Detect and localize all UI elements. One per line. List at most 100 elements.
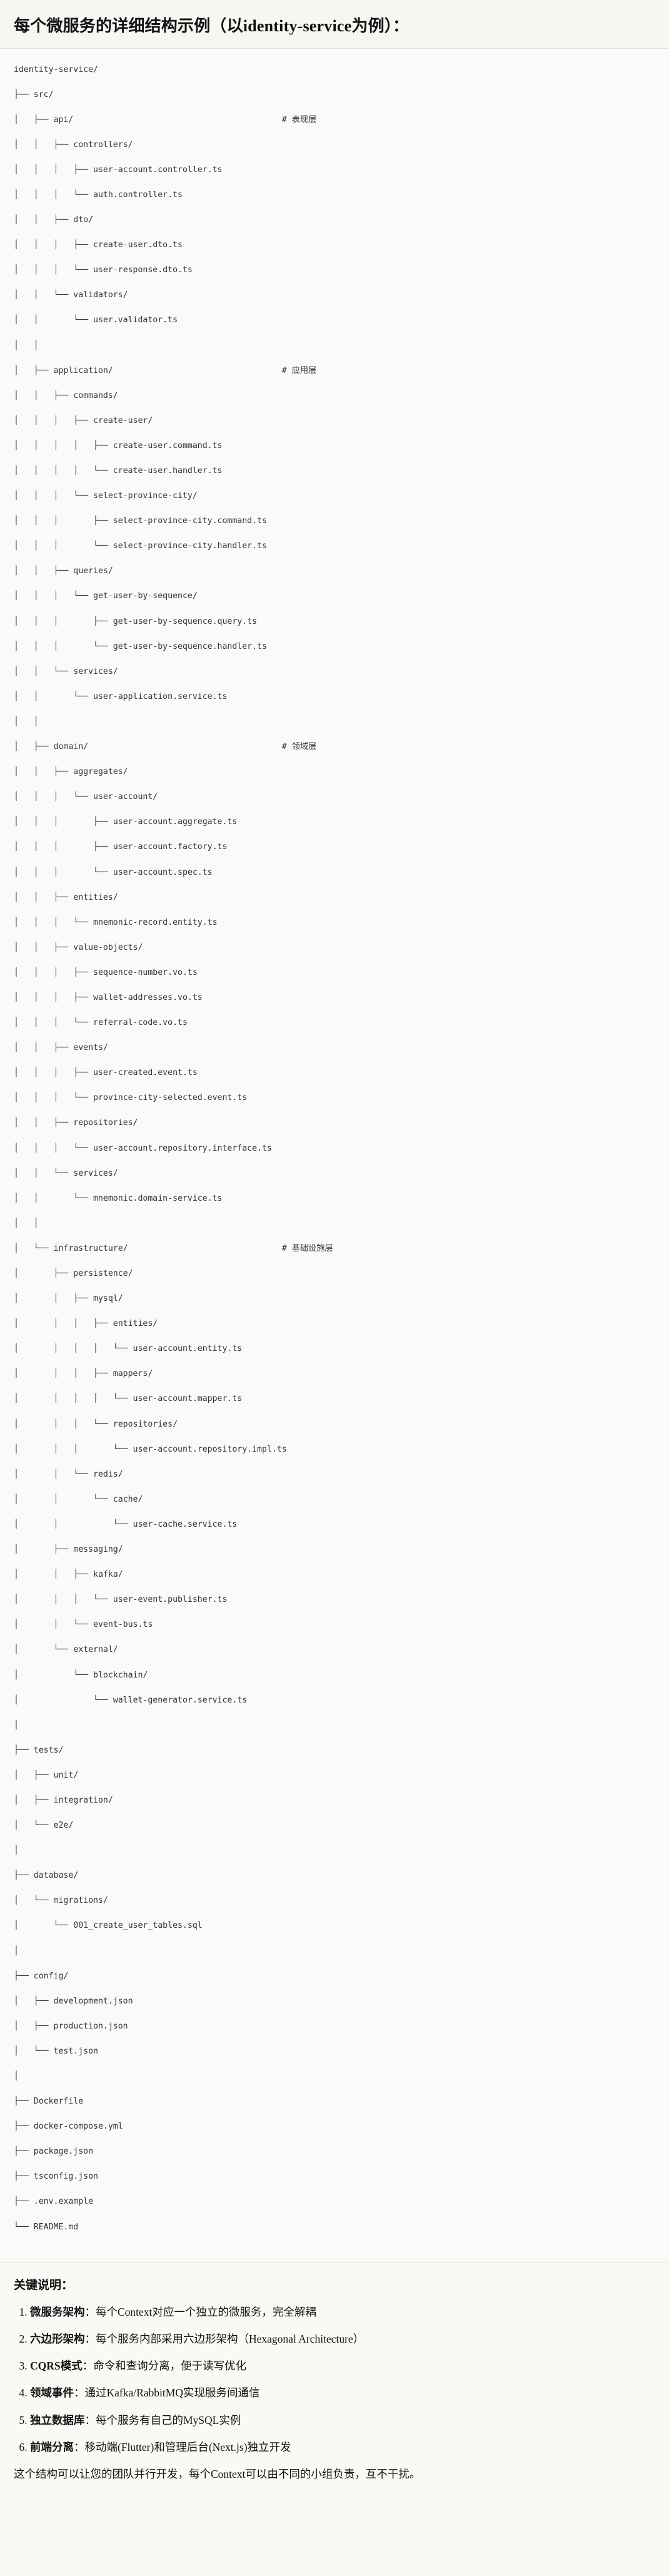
tree-path: │ │ ├── mysql/ — [14, 1294, 123, 1304]
tree-path: │ │ └── user-application.service.ts — [14, 691, 228, 701]
tree-comment: # 基础设施层 — [281, 1243, 333, 1253]
tree-path: │ │ │ │ └── user-account.mapper.ts — [14, 1394, 243, 1404]
tree-line: │ │ │ ├── wallet-addresses.vo.ts — [14, 992, 655, 1004]
page-title: 每个微服务的详细结构示例（以identity-service为例）： — [14, 17, 410, 35]
tree-line: │ │ └── services/ — [14, 666, 655, 678]
tree-line: │ — [14, 1719, 655, 1732]
tree-gap — [73, 115, 281, 125]
key-point-description: 移动端(Flutter)和管理后台(Next.js)独立开发 — [84, 2440, 291, 2453]
directory-tree: identity-service/ ├── src/ │ ├── api/ # … — [14, 64, 655, 2246]
key-point-term: 微服务架构 — [30, 2305, 85, 2318]
tree-line: │ │ │ ├── user-account.aggregate.ts — [14, 816, 655, 828]
tree-line: │ │ ├── entities/ — [14, 892, 655, 904]
tree-path: │ │ │ └── user-response.dto.ts — [14, 265, 193, 275]
tree-line: │ │ │ ├── create-user.dto.ts — [14, 239, 655, 252]
tree-line: │ — [14, 2070, 655, 2083]
tree-line: ├── package.json — [14, 2146, 655, 2158]
tree-line: │ — [14, 1845, 655, 1857]
tree-path: │ — [14, 1720, 19, 1730]
tree-line: │ └── 001_create_user_tables.sql — [14, 1920, 655, 1932]
tree-path: │ ├── api/ — [14, 115, 74, 125]
tree-line: │ │ │ ├── user-created.event.ts — [14, 1067, 655, 1079]
tree-line: │ └── e2e/ — [14, 1820, 655, 1832]
key-points-heading: 关键说明： — [14, 2278, 74, 2292]
tree-path: │ └── blockchain/ — [14, 1670, 148, 1680]
tree-path: │ │ │ └── repositories/ — [14, 1419, 178, 1429]
tree-path: │ │ │ └── select-province-city/ — [14, 491, 198, 501]
tree-path: │ │ │ └── select-province-city.handler.t… — [14, 541, 267, 551]
tree-line: ├── Dockerfile — [14, 2095, 655, 2108]
key-points-section: 关键说明： 微服务架构：每个Context对应一个独立的微服务，完全解耦六边形架… — [0, 2263, 669, 2501]
tree-line: │ │ └── user-cache.service.ts — [14, 1519, 655, 1531]
closing-paragraph: 这个结构可以让您的团队并行开发，每个Context可以由不同的小组负责，互不干扰… — [14, 2468, 421, 2481]
tree-path: │ │ — [14, 1218, 39, 1228]
tree-gap — [88, 742, 282, 751]
directory-tree-block: identity-service/ ├── src/ │ ├── api/ # … — [0, 48, 669, 2263]
key-point-description: 每个Context对应一个独立的微服务，完全解耦 — [96, 2305, 316, 2318]
tree-path: │ │ │ └── referral-code.vo.ts — [14, 1018, 188, 1028]
tree-path: │ │ — [14, 340, 39, 350]
tree-line: │ │ │ ├── entities/ — [14, 1318, 655, 1330]
tree-line: │ │ │ └── user-response.dto.ts — [14, 264, 655, 277]
tree-path: │ │ │ │ └── create-user.handler.ts — [14, 466, 223, 476]
tree-path: │ │ │ ├── sequence-number.vo.ts — [14, 967, 198, 977]
tree-line: ├── config/ — [14, 1970, 655, 1983]
tree-line: │ │ │ ├── select-province-city.command.t… — [14, 515, 655, 527]
tree-path: │ │ └── services/ — [14, 1168, 118, 1178]
tree-line: │ │ ├── events/ — [14, 1042, 655, 1054]
tree-line: │ │ │ └── select-province-city.handler.t… — [14, 540, 655, 552]
tree-line: │ │ — [14, 340, 655, 352]
tree-line: │ └── migrations/ — [14, 1895, 655, 1907]
key-point-item: 六边形架构：每个服务内部采用六边形架构（Hexagonal Architectu… — [30, 2331, 655, 2347]
tree-path: │ │ │ └── mnemonic-record.entity.ts — [14, 917, 218, 927]
tree-path: │ │ └── user.validator.ts — [14, 315, 178, 325]
tree-path: │ └── test.json — [14, 2046, 98, 2056]
tree-gap — [128, 1244, 282, 1253]
key-point-description: 命令和查询分离，便于读写优化 — [93, 2360, 247, 2373]
tree-line: │ │ │ └── referral-code.vo.ts — [14, 1017, 655, 1029]
tree-line: │ └── external/ — [14, 1644, 655, 1656]
tree-line: │ ├── production.json — [14, 2020, 655, 2033]
tree-line: │ │ — [14, 1218, 655, 1230]
tree-path: │ ├── messaging/ — [14, 1545, 123, 1555]
tree-line: │ │ │ └── user-account.repository.impl.t… — [14, 1443, 655, 1456]
tree-path: │ └── wallet-generator.service.ts — [14, 1695, 248, 1705]
tree-path: │ — [14, 1946, 19, 1956]
tree-line: │ │ └── user.validator.ts — [14, 314, 655, 327]
tree-line: │ │ ├── mysql/ — [14, 1293, 655, 1305]
tree-line: │ │ │ │ └── user-account.entity.ts — [14, 1343, 655, 1355]
page-header: 每个微服务的详细结构示例（以identity-service为例）： — [0, 0, 669, 49]
tree-gap — [113, 366, 282, 375]
tree-line: │ │ └── validators/ — [14, 289, 655, 302]
tree-path: │ ├── development.json — [14, 1996, 133, 2006]
tree-path: │ │ │ └── auth.controller.ts — [14, 190, 183, 200]
tree-path: │ ├── domain/ — [14, 742, 89, 752]
tree-line: │ │ │ └── auth.controller.ts — [14, 189, 655, 201]
tree-path: │ │ │ └── user-account.repository.interf… — [14, 1143, 272, 1153]
key-point-separator: ： — [74, 2440, 85, 2453]
tree-line: │ └── infrastructure/ # 基础设施层 — [14, 1243, 655, 1255]
tree-line: │ │ │ └── user-account.spec.ts — [14, 867, 655, 879]
key-point-separator: ： — [84, 2305, 96, 2318]
tree-path: │ └── migrations/ — [14, 1896, 108, 1906]
tree-path: │ │ │ ├── user-account.factory.ts — [14, 842, 228, 852]
tree-path: ├── tests/ — [14, 1745, 64, 1755]
tree-path: │ │ │ └── user-account.repository.impl.t… — [14, 1444, 287, 1454]
tree-line: ├── tsconfig.json — [14, 2171, 655, 2183]
tree-path: │ │ │ ├── get-user-by-sequence.query.ts — [14, 616, 258, 626]
tree-line: │ │ │ ├── user-account.factory.ts — [14, 841, 655, 853]
tree-path: │ │ │ ├── select-province-city.command.t… — [14, 516, 267, 526]
tree-line: │ │ │ ├── create-user/ — [14, 415, 655, 427]
key-point-separator: ： — [82, 2360, 94, 2373]
tree-path: │ └── 001_create_user_tables.sql — [14, 1921, 203, 1931]
tree-line: │ │ — [14, 716, 655, 728]
key-point-separator: ： — [84, 2413, 96, 2426]
tree-path: ├── .env.example — [14, 2197, 94, 2207]
tree-path: │ │ │ ├── user-account.controller.ts — [14, 165, 223, 175]
tree-path: ├── package.json — [14, 2147, 94, 2157]
tree-path: │ │ └── event-bus.ts — [14, 1620, 153, 1630]
tree-path: │ │ └── mnemonic.domain-service.ts — [14, 1193, 223, 1203]
page-root: 每个微服务的详细结构示例（以identity-service为例）： ident… — [0, 0, 669, 2500]
key-point-description: 通过Kafka/RabbitMQ实现服务间通信 — [84, 2386, 260, 2400]
tree-path: │ │ ├── dto/ — [14, 215, 94, 225]
